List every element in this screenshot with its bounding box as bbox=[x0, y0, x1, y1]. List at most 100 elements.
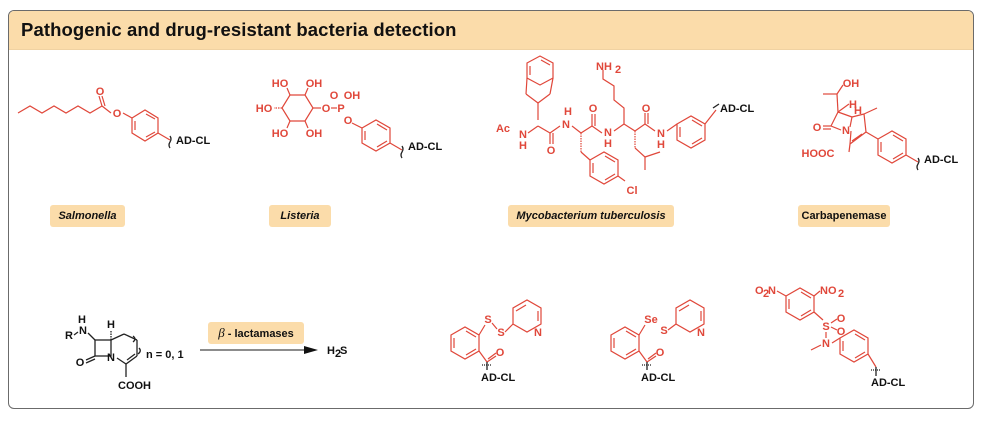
bond-line bbox=[848, 143, 851, 153]
atom-n: N bbox=[697, 327, 705, 339]
atom-nh2-subscript: 2 bbox=[615, 64, 621, 76]
bond-line bbox=[389, 142, 403, 151]
bond-line bbox=[666, 123, 678, 132]
atom-o: O bbox=[837, 313, 846, 325]
ad-cl-anchor: AD-CL bbox=[871, 377, 905, 389]
bond-line bbox=[892, 152, 904, 160]
bond-line bbox=[854, 333, 866, 341]
atom-o: O bbox=[589, 103, 598, 115]
bond-line bbox=[813, 290, 821, 297]
bond-line bbox=[540, 59, 551, 66]
atom-oh: OH bbox=[344, 90, 361, 102]
atom-se: Se bbox=[644, 314, 657, 326]
atom-n: N bbox=[562, 119, 570, 131]
bond-line bbox=[122, 112, 133, 119]
atom-n: N bbox=[604, 127, 612, 139]
bond-line bbox=[376, 123, 388, 131]
bond-line bbox=[691, 137, 703, 145]
label-mycobacterium-tuberculosis: Mycobacterium tuberculosis bbox=[508, 205, 674, 227]
mtb-substrate: Ac N H O H N Cl O N H NH 2 bbox=[496, 55, 754, 197]
bond-line bbox=[849, 130, 852, 145]
bond-line bbox=[94, 339, 112, 357]
atom-cooh: COOH bbox=[118, 380, 151, 392]
bond-line bbox=[465, 348, 477, 356]
bond-line bbox=[865, 131, 879, 140]
atom-n: N bbox=[519, 129, 527, 141]
bond-line bbox=[304, 87, 309, 96]
bond-line bbox=[591, 125, 603, 134]
ad-cl-anchor: AD-CL bbox=[481, 372, 515, 384]
atom-h: H bbox=[849, 99, 857, 111]
bond-line bbox=[145, 131, 156, 138]
bond-line bbox=[525, 93, 539, 104]
bond-line bbox=[776, 290, 787, 297]
ad-cl-anchor: AD-CL bbox=[408, 141, 442, 153]
bond-line bbox=[580, 125, 593, 134]
bond-line bbox=[98, 95, 103, 107]
bond-line bbox=[491, 322, 498, 330]
bond-line bbox=[487, 352, 497, 360]
carbapenem-substrate: OH H H O N HOOC AD-CL bbox=[802, 78, 958, 171]
atom-n: N bbox=[822, 338, 830, 350]
dnbs-substrate: O 2 N NO 2 S O O N AD-CL bbox=[755, 285, 905, 389]
bond-line bbox=[157, 132, 171, 141]
atom-oh: OH bbox=[306, 128, 323, 140]
beta-lactam-substrate: R H N H O N COOH n = 0, 1 bbox=[65, 314, 184, 392]
bond-line bbox=[527, 125, 539, 134]
section-header: Pathogenic and drug-resistant bacteria d… bbox=[9, 11, 973, 50]
bond-line bbox=[504, 323, 514, 333]
atom-h: H bbox=[519, 140, 527, 152]
bond-line bbox=[849, 131, 867, 145]
bond-line bbox=[376, 140, 388, 148]
product-s: S bbox=[340, 345, 347, 357]
benzene-ring bbox=[131, 109, 159, 142]
atom-h: H bbox=[107, 319, 115, 331]
bond-line bbox=[87, 332, 96, 341]
bond-line bbox=[800, 291, 812, 299]
atom-p: P bbox=[337, 103, 344, 115]
arrow-head bbox=[304, 346, 318, 354]
atom-o: O bbox=[322, 103, 331, 115]
atom-s: S bbox=[660, 325, 667, 337]
bond-line bbox=[863, 107, 878, 115]
bond-line bbox=[126, 353, 136, 361]
atom-o: O bbox=[76, 357, 85, 369]
wavy-bond bbox=[400, 145, 404, 159]
atom-oh: OH bbox=[843, 78, 860, 90]
bond-line bbox=[101, 95, 106, 107]
label-salmonella: Salmonella bbox=[50, 205, 125, 227]
inositol-ring bbox=[281, 94, 314, 122]
atom-o: O bbox=[113, 108, 122, 120]
atom-nh2: NH bbox=[596, 61, 612, 73]
bond-line bbox=[830, 125, 842, 131]
atom-o: O bbox=[344, 115, 353, 127]
bond-line bbox=[549, 77, 554, 95]
bond-line bbox=[644, 123, 656, 132]
atom-o: O bbox=[547, 145, 556, 157]
ad-cl-anchor: AD-CL bbox=[641, 372, 675, 384]
bond-line bbox=[800, 309, 812, 317]
atom-h: H bbox=[78, 314, 86, 326]
bond-line bbox=[836, 84, 844, 95]
bond-line bbox=[351, 122, 363, 129]
ring-bracket bbox=[132, 335, 141, 355]
bond-line bbox=[286, 120, 291, 129]
atom-h: H bbox=[604, 138, 612, 150]
bond-line bbox=[580, 151, 591, 161]
atom-ho: HO bbox=[256, 103, 273, 115]
bond-line bbox=[704, 109, 717, 125]
bond-line bbox=[836, 93, 839, 113]
atom-ho: HO bbox=[272, 128, 289, 140]
wavy-bond bbox=[168, 135, 172, 149]
wavy-bond bbox=[712, 103, 720, 109]
benzene-ring bbox=[877, 130, 907, 164]
ad-cl-anchor: AD-CL bbox=[924, 154, 958, 166]
bond-line bbox=[625, 348, 637, 356]
bond-line bbox=[646, 355, 657, 363]
label-carbapenemase: Carbapenemase bbox=[798, 205, 890, 227]
bond-line bbox=[116, 357, 127, 365]
bond-line bbox=[525, 77, 528, 95]
atom-o: O bbox=[656, 347, 665, 359]
bond-line bbox=[465, 330, 477, 338]
wavy-bond bbox=[916, 157, 920, 171]
